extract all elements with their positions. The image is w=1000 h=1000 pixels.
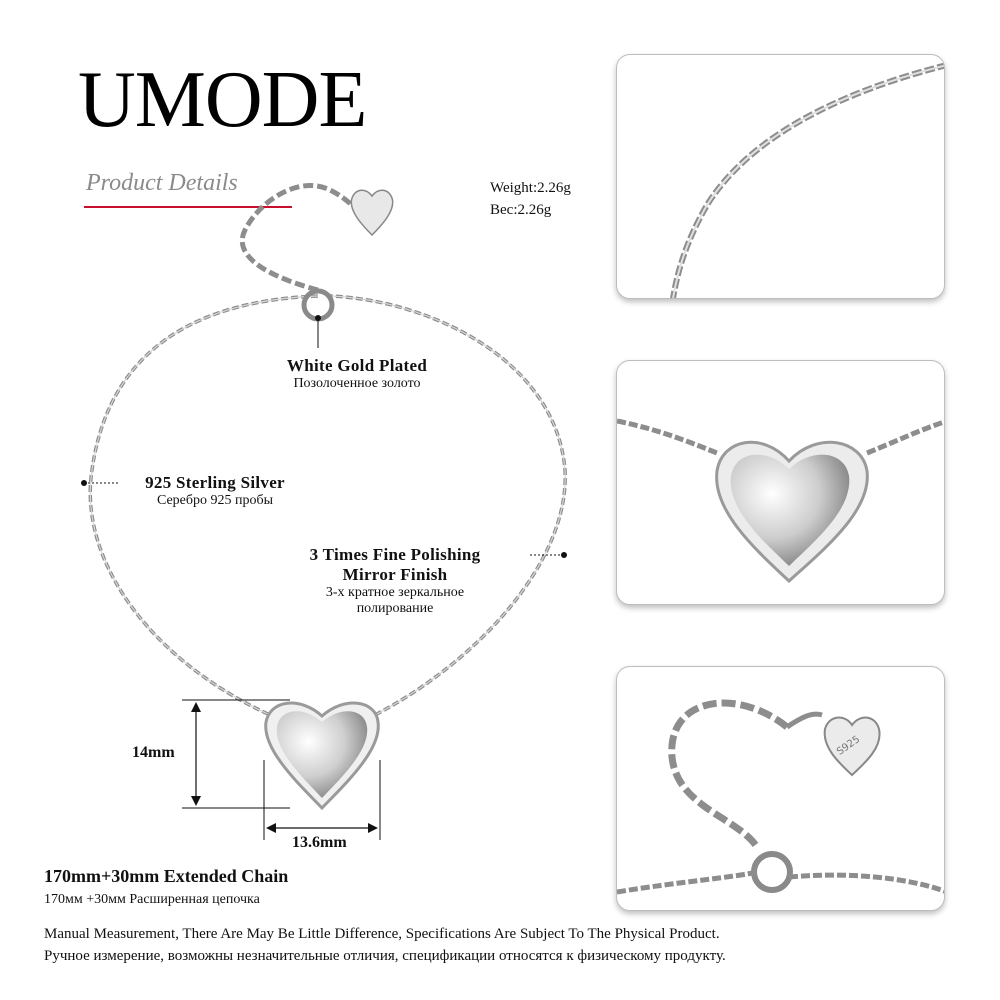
weight-spec: Weight:2.26g Bec:2.26g	[490, 177, 571, 221]
bracelet-illustration	[81, 183, 567, 840]
material-ru: Серебро 925 пробы	[156, 493, 274, 508]
extension-chain	[240, 183, 362, 293]
brand-logo: UMODE	[78, 56, 367, 144]
chain-length-ru: 170мм +30мм Расширенная цепочка	[44, 892, 260, 907]
polish-ru-1: 3-х кратное зеркальное	[325, 585, 465, 600]
disclaimer-ru: Ручное измерение, возможны незначительны…	[44, 948, 726, 964]
polish-en-2: Mirror Finish	[342, 565, 448, 584]
heart-closeup	[617, 418, 944, 584]
disclaimer-en: Manual Measurement, There Are May Be Lit…	[44, 926, 720, 942]
polish-callout: 3 Times Fine Polishing Mirror Finish 3-х…	[290, 545, 500, 617]
subtitle-underline	[84, 206, 292, 208]
polish-ru-2: полирование	[356, 601, 434, 616]
chain-length-en: 170mm+30mm Extended Chain	[44, 866, 289, 886]
clasp-closeup: S925	[617, 699, 944, 895]
weight-en: Weight:2.26g	[490, 180, 571, 196]
height-dimension: 14mm	[132, 744, 175, 761]
weight-ru: Bec:2.26g	[490, 202, 552, 218]
plating-callout: White Gold Plated Позолоченное золото	[262, 356, 452, 392]
product-details-subtitle: Product Details	[86, 170, 238, 196]
detail-panel-chain	[616, 54, 945, 299]
heart-pendant	[276, 711, 368, 798]
chain-closeup	[670, 62, 944, 298]
detail-panel-clasp: S925	[616, 666, 945, 911]
polish-en-1: 3 Times Fine Polishing	[309, 545, 481, 564]
plating-en: White Gold Plated	[286, 356, 428, 375]
heart-tag	[350, 189, 394, 237]
width-dimension: 13.6mm	[292, 834, 347, 851]
material-en: 925 Sterling Silver	[145, 473, 285, 492]
plating-ru: Позолоченное золото	[293, 376, 421, 391]
material-callout: 925 Sterling Silver Серебро 925 пробы	[120, 473, 310, 509]
spring-ring-clasp	[301, 288, 335, 322]
detail-panel-heart	[616, 360, 945, 605]
